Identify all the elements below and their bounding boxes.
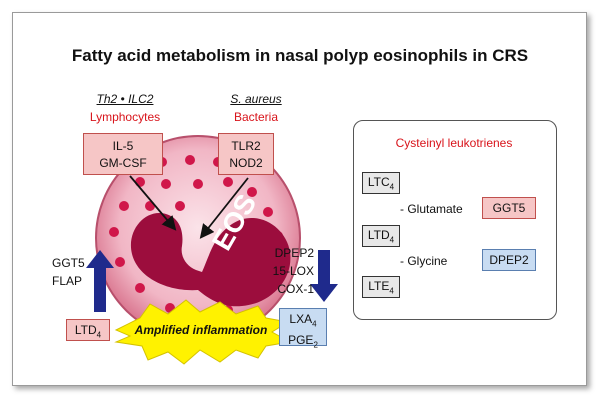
figure-title: Fatty acid metabolism in nasal polyp eos… [71,46,529,65]
step2-text: - Glycine [400,254,448,268]
cytokine-box: IL-5 GM-CSF [83,133,163,175]
right-signal-arrow [199,177,249,239]
cytokine-item: IL-5 [112,139,134,153]
downregulated-item: COX-1 [277,282,314,296]
left-source-category: Lymphocytes [89,110,161,124]
upregulated-item: GGT5 [52,256,85,270]
right-source-category: Bacteria [233,110,279,124]
receptor-item: TLR2 [231,139,261,153]
ltd4-box: LTD4 [66,319,110,341]
burst-label: Amplified inflammation [134,323,268,337]
ggt5-enzyme-box: GGT5 [482,197,536,219]
receptor-item: NOD2 [229,156,263,170]
receptor-box: TLR2 NOD2 [218,133,274,175]
ltd4-panel-box: LTD4 [362,225,400,247]
ltc4-box: LTC4 [362,172,400,194]
left-signal-arrow [129,175,177,231]
upregulated-list: GGT5 FLAP [52,254,85,290]
dpep2-enzyme-box: DPEP2 [482,249,536,271]
downregulation-arrow [310,250,338,302]
step1-text: - Glutamate [400,202,463,216]
downregulated-item: DPEP2 [274,246,314,260]
downregulated-list: DPEP2 15-LOX COX-1 [264,244,314,298]
lte4-box: LTE4 [362,276,400,298]
right-source-header: S. aureus [230,92,282,106]
downregulated-item: 15-LOX [272,264,314,278]
panel-title: Cysteinyl leukotrienes [395,136,513,150]
upregulation-arrow [86,250,114,312]
upregulated-item: FLAP [52,274,83,288]
cell-nucleus [130,213,291,307]
product-item: LXA4 [289,312,317,329]
left-source-header: Th2 • ILC2 [96,92,154,106]
cytokine-item: GM-CSF [99,156,147,170]
products-box: LXA4 PGE2 [279,308,327,350]
product-item: PGE2 [288,333,318,350]
